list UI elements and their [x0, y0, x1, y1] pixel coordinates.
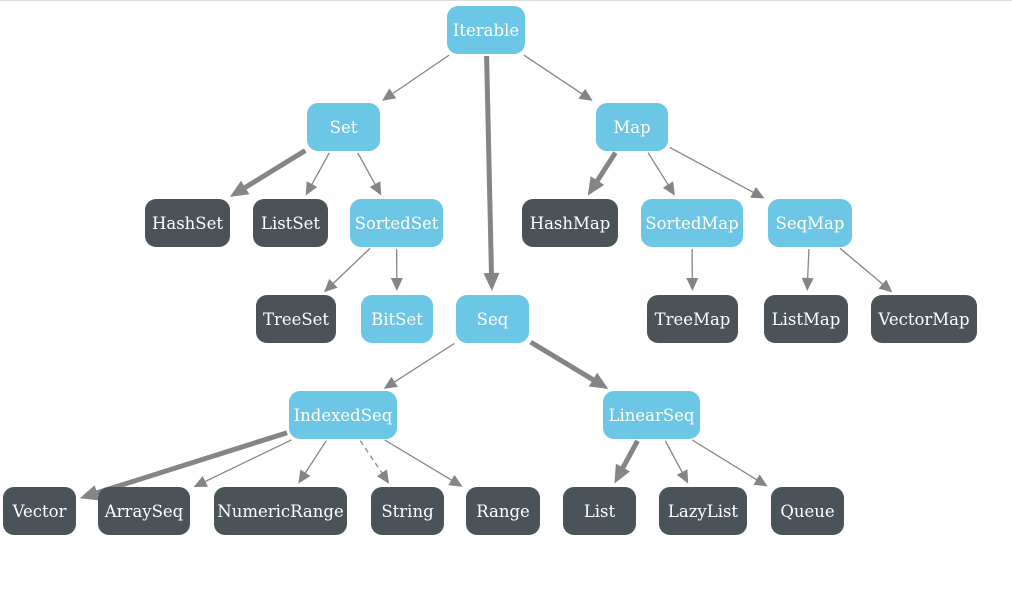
- arrowhead-seqmap-to-listmap: [801, 277, 814, 291]
- arrowhead-iterable-to-seq: [483, 272, 500, 291]
- node-sortedmap[interactable]: SortedMap: [641, 199, 743, 247]
- arrowhead-iterable-to-set: [382, 88, 397, 101]
- node-vectormap[interactable]: VectorMap: [871, 295, 977, 343]
- arrowhead-indexedseq-to-numericrange: [298, 469, 311, 484]
- arrowhead-map-to-sortedmap: [662, 181, 675, 196]
- arrowhead-sortedmap-to-treemap: [686, 278, 699, 291]
- node-seqmap[interactable]: SeqMap: [768, 199, 852, 247]
- node-iterable[interactable]: Iterable: [447, 6, 525, 54]
- edge-map-to-sortedmap: [647, 152, 670, 187]
- arrowhead-set-to-hashset: [229, 180, 250, 197]
- arrowhead-iterable-to-map: [578, 88, 593, 101]
- arrowhead-sortedset-to-treeset: [324, 278, 338, 293]
- edge-indexedseq-to-numericrange: [303, 440, 327, 475]
- arrowhead-indexedseq-to-vector: [79, 485, 100, 501]
- edge-set-to-sortedset: [357, 152, 377, 187]
- top-border-line: [0, 0, 1012, 1]
- edge-seq-to-indexedseq: [392, 342, 455, 384]
- edge-sortedset-to-treeset: [331, 247, 371, 286]
- edge-indexedseq-to-range: [384, 439, 454, 482]
- node-string[interactable]: String: [371, 487, 444, 535]
- arrowhead-sortedset-to-bitset: [390, 278, 403, 291]
- arrowhead-indexedseq-to-string: [376, 469, 390, 484]
- edge-seq-to-linearseq: [529, 339, 596, 383]
- node-bitset[interactable]: BitSet: [361, 295, 433, 343]
- node-indexedseq[interactable]: IndexedSeq: [289, 391, 397, 439]
- node-map[interactable]: Map: [596, 103, 668, 151]
- edge-seqmap-to-listmap: [806, 248, 810, 281]
- edge-map-to-seqmap: [669, 146, 756, 194]
- arrowhead-map-to-hashmap: [587, 176, 605, 196]
- node-hashset[interactable]: HashSet: [145, 199, 230, 247]
- edge-linearseq-to-list: [619, 439, 640, 471]
- node-sortedset[interactable]: SortedSet: [350, 199, 443, 247]
- node-range[interactable]: Range: [466, 487, 540, 535]
- edge-iterable-to-map: [523, 54, 584, 96]
- node-hashmap[interactable]: HashMap: [522, 199, 618, 247]
- node-seq[interactable]: Seq: [456, 295, 529, 343]
- node-list[interactable]: List: [563, 487, 636, 535]
- edge-indexedseq-to-arrayseq: [203, 439, 292, 483]
- arrowhead-seq-to-indexedseq: [383, 376, 398, 389]
- edge-linearseq-to-lazylist: [664, 440, 684, 475]
- arrowhead-map-to-seqmap: [750, 187, 765, 199]
- node-lazylist[interactable]: LazyList: [659, 487, 747, 535]
- arrowhead-linearseq-to-lazylist: [676, 469, 689, 484]
- arrowhead-linearseq-to-list: [614, 463, 630, 484]
- node-arrayseq[interactable]: ArraySeq: [98, 487, 190, 535]
- arrowhead-seqmap-to-vectormap: [878, 279, 893, 293]
- edge-map-to-hashmap: [594, 151, 618, 184]
- node-vector[interactable]: Vector: [3, 487, 76, 535]
- edge-indexedseq-to-string: [359, 440, 384, 475]
- node-numericrange[interactable]: NumericRange: [214, 487, 347, 535]
- edge-iterable-to-seq: [484, 55, 494, 276]
- arrowhead-indexedseq-to-arrayseq: [193, 476, 208, 488]
- node-listset[interactable]: ListSet: [253, 199, 328, 247]
- arrowhead-seq-to-linearseq: [588, 372, 609, 389]
- arrowhead-set-to-sortedset: [369, 181, 382, 196]
- edge-seqmap-to-vectormap: [839, 247, 885, 286]
- arrowhead-set-to-listset: [305, 181, 318, 196]
- edge-indexedseq-to-vector: [94, 430, 288, 496]
- edge-set-to-hashset: [242, 148, 307, 191]
- edge-linearseq-to-queue: [691, 439, 759, 482]
- node-listmap[interactable]: ListMap: [764, 295, 848, 343]
- node-treemap[interactable]: TreeMap: [647, 295, 738, 343]
- node-treeset[interactable]: TreeSet: [256, 295, 336, 343]
- edge-iterable-to-set: [390, 54, 450, 96]
- node-linearseq[interactable]: LinearSeq: [603, 391, 700, 439]
- node-set[interactable]: Set: [307, 103, 380, 151]
- node-queue[interactable]: Queue: [771, 487, 844, 535]
- arrowhead-indexedseq-to-range: [448, 474, 463, 487]
- edge-set-to-listset: [310, 152, 330, 187]
- arrowhead-linearseq-to-queue: [753, 474, 768, 487]
